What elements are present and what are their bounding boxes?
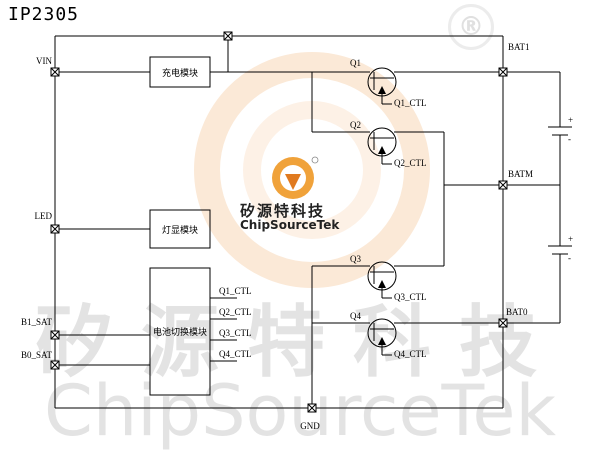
pin-label-b1-sat: B1_SAT (20, 317, 52, 327)
q1-gate-arrow (378, 86, 386, 94)
q3-gate-arrow (378, 280, 386, 288)
pin-connector-top (223, 31, 233, 41)
switch-module-box (149, 267, 211, 396)
pin-connector-vin (50, 67, 60, 77)
mosfet-gate-label-q2: Q2_CTL (394, 158, 427, 168)
q4-gate-arrow (378, 337, 386, 345)
chip-title: IP2305 (8, 4, 80, 25)
switch-output-q2-ctl: Q2_CTL (219, 307, 252, 317)
pin-label-b0-sat: B0_SAT (20, 350, 52, 360)
registered-mark-watermark: ® (448, 4, 494, 50)
pin-label-bat0: BAT0 (506, 307, 528, 317)
pin-label-gnd: GND (300, 421, 320, 431)
charge-module-label: 充电模块 (161, 68, 198, 78)
logo-english-text: ChipSourceTek (240, 218, 340, 232)
mosfet-label-q4: Q4 (350, 311, 361, 321)
pin-connector-gnd (307, 403, 317, 413)
mosfet-gate-label-q3: Q3_CTL (394, 292, 427, 302)
logo-chinese-text: 矽源特科技 (240, 202, 326, 220)
lamp-module-box (149, 209, 211, 249)
watermark-english: ChipSourceTek (43, 370, 556, 452)
mosfet-gate-label-q4: Q4_CTL (394, 349, 427, 359)
mosfet-label-q2: Q2 (350, 120, 361, 130)
pin-label-batm: BATM (508, 169, 534, 179)
watermark-chinese: 矽源特科技 (34, 297, 565, 388)
pin-label-vin: VIN (36, 56, 52, 66)
mosfet-label-q1: Q1 (350, 58, 361, 68)
q2-gate-arrow (378, 146, 386, 154)
battery-bottom-minus-mark: - (568, 253, 571, 263)
pin-connector-led (50, 224, 60, 234)
mosfet-label-q3: Q3 (350, 254, 361, 264)
chipsourcetek-logo-icon (272, 156, 319, 199)
switch-output-q3-ctl: Q3_CTL (219, 328, 252, 338)
lamp-module-label: 灯显模块 (161, 225, 198, 235)
pin-label-led: LED (34, 211, 53, 221)
pin-connector-batm (498, 180, 508, 190)
switch-output-q1-ctl: Q1_CTL (219, 286, 252, 296)
battery-top-minus-mark: - (568, 134, 571, 144)
pin-connector-b0-sat (50, 360, 60, 370)
battery-bottom-plus-mark: + (568, 234, 574, 244)
battery-top-plus-mark: + (568, 115, 574, 125)
switch-module-label: 电池切换模块 (152, 327, 207, 337)
switch-output-q4-ctl: Q4_CTL (219, 349, 252, 359)
pin-connector-bat1 (498, 67, 508, 77)
mosfet-gate-label-q1: Q1_CTL (394, 98, 427, 108)
pin-label-bat1: BAT1 (508, 42, 530, 52)
pin-connector-b1-sat (50, 330, 60, 340)
pin-connector-bat0 (498, 318, 508, 328)
